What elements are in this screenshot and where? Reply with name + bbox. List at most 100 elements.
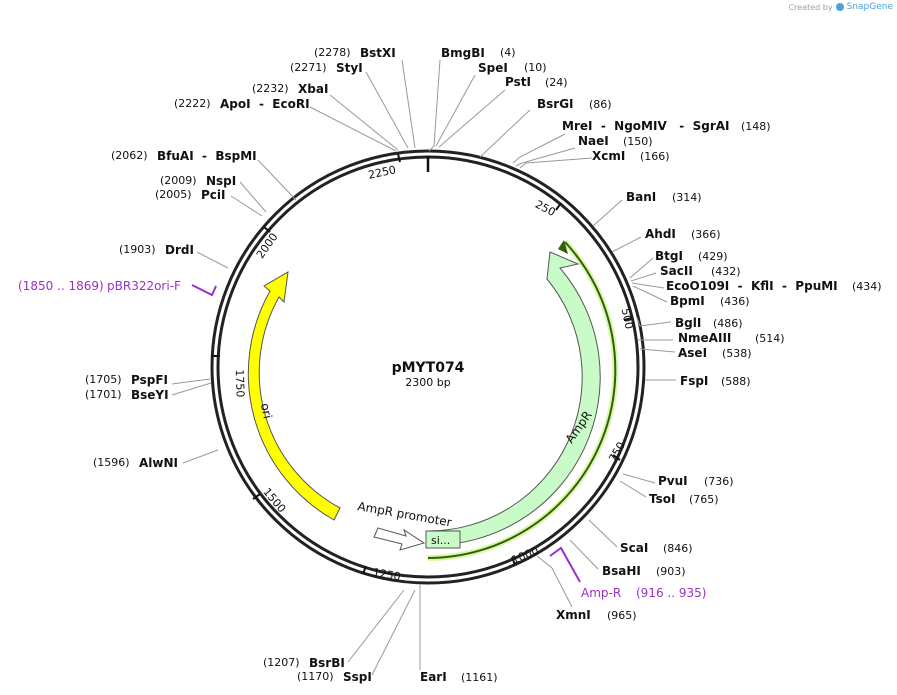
svg-text:SpeI: SpeI [478,61,508,75]
enzyme-bstxi[interactable]: (2278) BstXI [314,46,396,60]
enzyme-mrei-ngomiv-sgrai[interactable]: MreI - NgoMIV - SgrAI(148) [562,119,771,133]
enzyme-alwni[interactable]: (1596)AlwNI [93,456,178,470]
svg-text:(86): (86) [589,98,612,111]
backbone [210,149,646,585]
enzyme-bseyi[interactable]: (1701) BseYI [85,388,169,402]
enzyme-bsrbi[interactable]: (1207)BsrBI [263,656,345,670]
selection-arrow-icon [558,240,568,254]
ampr-promoter-arrow[interactable] [373,527,426,551]
plasmid-length: 2300 bp [405,376,450,389]
enzyme-apoi-ecori[interactable]: (2222) ApoI - EcoRI [174,97,310,111]
svg-text:(1207): (1207) [263,656,300,669]
svg-text:(538): (538) [722,347,752,360]
svg-text:(429): (429) [698,250,728,263]
svg-text:(588): (588) [721,375,751,388]
svg-text:(1705): (1705) [85,373,122,386]
enzyme-bsahi[interactable]: BsaHI(903) [602,564,686,578]
snapgene-logo-icon [835,3,844,11]
svg-text:NaeI: NaeI [578,134,609,148]
enzyme-bani[interactable]: BanI(314) [626,190,702,204]
enzyme-pvui[interactable]: PvuI(736) [658,474,734,488]
ampr-promoter-label: AmpR promoter [356,499,452,529]
svg-text:(1170): (1170) [297,670,334,683]
enzyme-fspi[interactable]: FspI (588) [680,374,751,388]
enzyme-pspfi[interactable]: (1705) PspFI [85,373,168,387]
svg-text:BtgI: BtgI [655,249,683,263]
enzyme-nspi[interactable]: (2009)NspI [160,174,236,188]
enzyme-sspi[interactable]: (1170) SspI [297,670,372,684]
enzyme-bmgbi[interactable]: BmgBI(4) [441,46,516,60]
tick-500: 500 [619,307,636,330]
svg-text:(765): (765) [689,493,719,506]
svg-text:(486): (486) [713,317,743,330]
enzyme-psti[interactable]: PstI(24) [505,75,568,89]
svg-text:BsrGI: BsrGI [537,97,574,111]
primer-amp-r[interactable]: Amp-R (916 .. 935) [549,546,706,600]
svg-text:BseYI: BseYI [131,388,169,402]
credit-brand: SnapGene [846,2,893,12]
svg-text:(150): (150) [623,135,653,148]
enzyme-eari[interactable]: EarI(1161) [420,670,498,684]
ori-label: ori [258,402,275,420]
leader-lines [347,59,676,676]
tick-marks [212,153,633,575]
svg-text:(903): (903) [656,565,686,578]
svg-text:(1161): (1161) [461,671,498,684]
enzyme-drdi[interactable]: (1903)DrdI [119,243,194,257]
enzyme-ahdi[interactable]: AhdI(366) [645,227,721,241]
enzyme-ecoo109i-kfli-ppumi[interactable]: EcoO109I - KflI - PpuMI (434) [666,279,882,293]
primer-name: pBR322ori-F [107,279,181,293]
enzyme-xcmi[interactable]: XcmI(166) [592,149,670,163]
svg-text:(965): (965) [607,609,637,622]
svg-text:AhdI: AhdI [645,227,676,241]
ori-feature-arrow[interactable] [247,271,341,521]
enzyme-tsoi[interactable]: TsoI(765) [649,492,719,506]
enzyme-bfuai-bspmi[interactable]: (2062)BfuAI - BspMI [111,149,257,163]
enzyme-asei[interactable]: AseI(538) [678,346,752,360]
tick-1250: 1250 [372,566,402,584]
svg-text:SspI: SspI [343,670,372,684]
svg-text:BstXI: BstXI [360,46,396,60]
svg-text:(2232): (2232) [252,82,289,95]
tick-1750: 1750 [233,369,247,397]
enzyme-nmeaiii[interactable]: NmeAIII(514) [678,331,785,345]
enzyme-scai[interactable]: ScaI(846) [620,541,693,555]
svg-text:(2278): (2278) [314,46,351,59]
svg-text:PvuI: PvuI [658,474,688,488]
svg-text:ScaI: ScaI [620,541,648,555]
tick-1000: 1000 [510,544,541,567]
svg-text:EcoO109I - KflI - PpuMI: EcoO109I - KflI - PpuMI [666,279,838,293]
tick-250: 250 [533,198,558,219]
svg-text:XmnI: XmnI [556,608,591,622]
ampr-feature-arrow[interactable] [427,251,601,546]
enzyme-bgli[interactable]: BglI (486) [675,316,743,330]
enzyme-xbai[interactable]: (2232) XbaI [252,82,328,96]
enzyme-bpmi[interactable]: BpmI(436) [670,294,750,308]
svg-text:(1701): (1701) [85,388,122,401]
enzyme-xmni[interactable]: XmnI (965) [556,608,637,622]
enzyme-pcii[interactable]: (2005)PciI [155,188,226,202]
svg-text:AlwNI: AlwNI [139,456,178,470]
svg-text:BglI: BglI [675,316,701,330]
svg-text:PstI: PstI [505,75,531,89]
svg-text:XbaI: XbaI [298,82,328,96]
enzyme-btgi[interactable]: BtgI (429) [655,249,728,263]
enzyme-spei[interactable]: SpeI(10) [478,61,547,75]
svg-text:PspFI: PspFI [131,373,168,387]
enzyme-sacii[interactable]: SacII(432) [660,264,741,278]
snapgene-credit: Created by SnapGene [789,2,893,12]
signal-feature[interactable] [425,530,461,549]
svg-text:PciI: PciI [201,188,226,202]
svg-text:(1903): (1903) [119,243,156,256]
enzyme-naei[interactable]: NaeI (150) [578,134,653,148]
svg-text:(2222): (2222) [174,97,211,110]
svg-text:(434): (434) [852,280,882,293]
enzyme-labels-left: (2278) BstXI (2271)StyI (2232) XbaI (2222)… [85,46,396,684]
enzyme-bsrgi[interactable]: BsrGI (86) [537,97,612,111]
svg-text:FspI: FspI [680,374,708,388]
enzyme-styi[interactable]: (2271)StyI [290,61,363,75]
primer-pbr322ori-f[interactable]: (1850 .. 1869) pBR322ori-F [18,279,217,297]
svg-text:StyI: StyI [336,61,363,75]
svg-text:ApoI - EcoRI: ApoI - EcoRI [220,97,310,111]
